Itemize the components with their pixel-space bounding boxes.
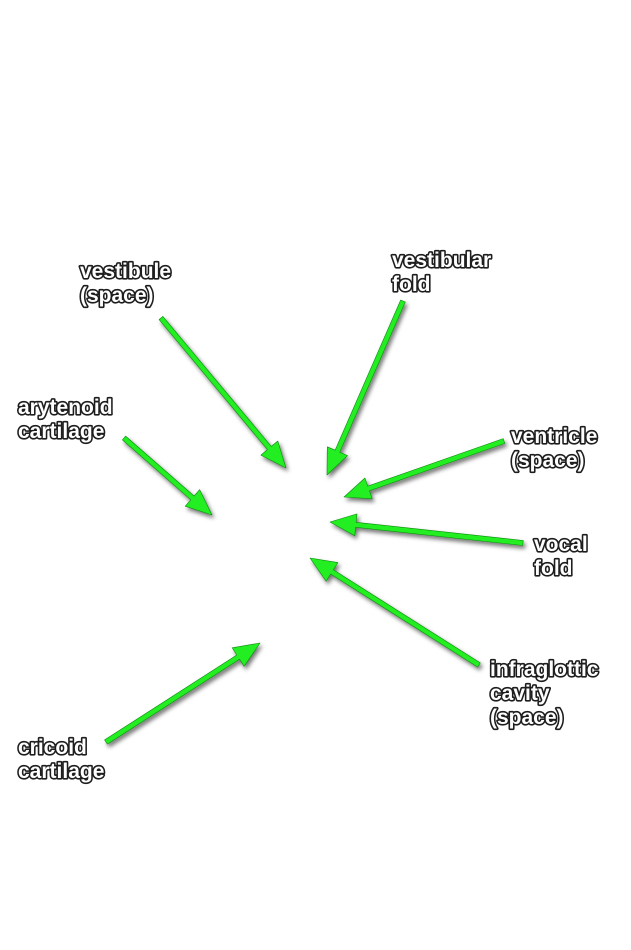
vestibular-fold-arrow: [326, 299, 406, 476]
infraglottic-cavity-label-line1: infraglottic: [490, 658, 599, 681]
arytenoid-cartilage-label-line1: arytenoid: [18, 396, 113, 419]
vocal-fold-label-line1: vocal: [534, 533, 588, 556]
labels-group: vestibule (space) vestibular fold aryten…: [16, 247, 604, 784]
cricoid-cartilage-label-line2: cartilage: [18, 760, 104, 783]
vestibular-fold-label: vestibular fold: [392, 249, 497, 296]
infraglottic-cavity-label-line2: cavity: [490, 682, 550, 705]
ventricle-label: ventricle (space): [511, 425, 603, 472]
vestibular-fold-label-line2: fold: [392, 273, 430, 296]
cricoid-cartilage-label-line1: cricoid: [18, 736, 87, 759]
vestibular-fold-label-line1: vestibular: [392, 249, 491, 272]
ventricle-arrow: [343, 438, 506, 500]
ventricle-label-line1: ventricle: [511, 425, 597, 448]
arytenoid-cartilage-label: arytenoid cartilage: [18, 396, 118, 443]
vestibule-label-line2: (space): [80, 284, 154, 307]
vestibule-label-line1: vestibule: [80, 260, 171, 283]
vocal-fold-label: vocal fold: [534, 533, 594, 580]
infraglottic-cavity-label-line3: (space): [490, 706, 564, 729]
vocal-fold-label-line2: fold: [534, 557, 572, 580]
arytenoid-cartilage-label-line2: cartilage: [18, 420, 104, 443]
vestibule-arrow: [158, 316, 287, 469]
arytenoid-cartilage-arrow: [122, 435, 213, 516]
infraglottic-cavity-label: infraglottic cavity (space): [490, 658, 604, 729]
ventricle-label-line2: (space): [511, 449, 585, 472]
infraglottic-cavity-arrow: [309, 557, 481, 668]
cricoid-cartilage-label: cricoid cartilage: [18, 736, 104, 783]
arrows-group: [104, 299, 524, 745]
vestibule-label: vestibule (space): [80, 260, 177, 307]
vocal-fold-arrow: [329, 513, 524, 546]
cricoid-cartilage-arrow: [104, 642, 261, 745]
